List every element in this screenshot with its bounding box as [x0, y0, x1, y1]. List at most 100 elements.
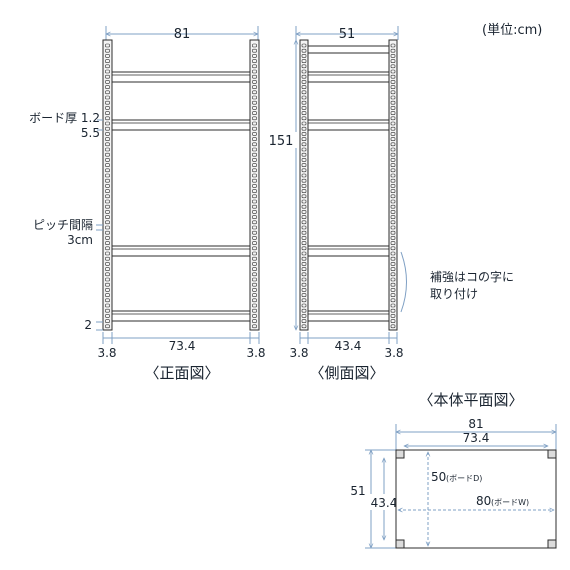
post-slot-hole — [390, 298, 396, 303]
post-slot-hole — [390, 74, 396, 79]
post-slot-hole — [301, 199, 307, 204]
post-slot-hole — [390, 106, 396, 110]
post-slot-hole — [252, 256, 257, 261]
front-right-post — [249, 39, 260, 331]
post-slot-hole — [252, 277, 257, 282]
post-slot-hole — [105, 230, 110, 235]
post-slot-hole — [390, 262, 396, 266]
plan-view: 〈本体平面図〉 81 73.4 51 43.4 50 (ボードD) 80 (ボー… — [350, 391, 557, 549]
side-shelf-2 — [307, 119, 390, 131]
post-slot-hole — [390, 236, 396, 240]
post-slot-hole — [301, 158, 307, 162]
post-slot-hole — [105, 272, 110, 277]
post-slot-hole — [301, 106, 307, 110]
post-slot-hole — [105, 132, 110, 136]
post-slot-hole — [105, 69, 110, 74]
post-slot-hole — [390, 152, 396, 157]
post-slot-hole — [105, 152, 110, 157]
post-slot-hole — [252, 282, 257, 287]
post-slot-hole — [105, 241, 110, 245]
post-slot-hole — [301, 319, 307, 323]
side-post-left-label: 3.8 — [289, 346, 308, 360]
post-slot-hole — [252, 163, 257, 167]
post-slot-hole — [252, 95, 257, 100]
post-slot-hole — [105, 210, 110, 214]
post-slot-hole — [390, 69, 396, 74]
post-slot-hole — [252, 147, 257, 152]
post-slot-hole — [105, 147, 110, 152]
front-shelf-1 — [111, 71, 251, 83]
post-slot-hole — [390, 293, 396, 297]
post-slot-hole — [252, 111, 257, 115]
post-slot-hole — [301, 241, 307, 245]
post-slot-hole — [390, 116, 396, 121]
post-slot-hole — [252, 262, 257, 266]
post-slot-hole — [252, 54, 257, 58]
post-slot-hole — [252, 220, 257, 225]
post-slot-hole — [252, 324, 257, 329]
post-slot-hole — [390, 121, 396, 126]
post-slot-hole — [105, 246, 110, 251]
bottom-gap-label: 2 — [84, 318, 92, 332]
post-slot-hole — [301, 48, 307, 53]
post-slot-hole — [252, 298, 257, 303]
post-slot-hole — [390, 90, 396, 95]
post-slot-hole — [390, 256, 396, 261]
post-slot-hole — [301, 126, 307, 131]
post-slot-hole — [252, 43, 257, 48]
post-slot-hole — [390, 147, 396, 152]
post-slot-hole — [301, 132, 307, 136]
post-slot-hole — [301, 95, 307, 100]
post-slot-hole — [390, 59, 396, 63]
post-slot-hole — [301, 173, 307, 178]
post-slot-hole — [301, 220, 307, 225]
post-slot-hole — [390, 199, 396, 204]
side-shelf-1 — [307, 71, 390, 83]
post-slot-hole — [390, 324, 396, 329]
side-left-post — [299, 39, 309, 331]
post-slot-hole — [252, 168, 257, 173]
post-slot-hole — [252, 319, 257, 323]
post-slot-hole — [105, 277, 110, 282]
front-right-post-holes — [252, 43, 257, 329]
post-slot-hole — [301, 267, 307, 271]
post-slot-hole — [105, 178, 110, 183]
plan-inner-depth-label-bg — [367, 494, 401, 510]
post-slot-hole — [105, 121, 110, 126]
post-slot-hole — [252, 106, 257, 110]
post-slot-hole — [390, 288, 396, 292]
post-slot-hole — [301, 324, 307, 329]
pitch-label-line2: 3cm — [67, 233, 93, 247]
post-slot-hole — [252, 267, 257, 271]
post-slot-hole — [105, 251, 110, 256]
plan-corner-post-tl — [395, 449, 405, 459]
post-slot-hole — [390, 95, 396, 100]
post-slot-hole — [252, 173, 257, 178]
post-slot-hole — [252, 215, 257, 219]
post-slot-hole — [105, 204, 110, 209]
post-slot-hole — [252, 210, 257, 214]
post-slot-hole — [252, 85, 257, 89]
side-shelf-top — [307, 45, 390, 54]
post-slot-hole — [390, 319, 396, 323]
side-height-label-bg — [281, 132, 303, 148]
post-slot-hole — [301, 246, 307, 251]
post-slot-hole — [301, 142, 307, 147]
side-view-title: 〈側面図〉 — [309, 364, 384, 382]
post-slot-hole — [390, 267, 396, 271]
post-slot-hole — [105, 267, 110, 271]
post-slot-hole — [301, 314, 307, 318]
post-slot-hole — [252, 90, 257, 95]
post-slot-hole — [301, 69, 307, 74]
post-slot-hole — [301, 80, 307, 84]
post-slot-hole — [105, 173, 110, 178]
post-slot-hole — [390, 142, 396, 147]
post-slot-hole — [252, 189, 257, 193]
post-slot-hole — [252, 288, 257, 292]
post-slot-hole — [390, 241, 396, 245]
post-slot-hole — [252, 121, 257, 126]
plan-inner-depth-label: 43.4 — [371, 496, 398, 510]
post-slot-hole — [301, 293, 307, 297]
reinforce-bracket — [400, 251, 407, 313]
post-slot-hole — [105, 106, 110, 110]
